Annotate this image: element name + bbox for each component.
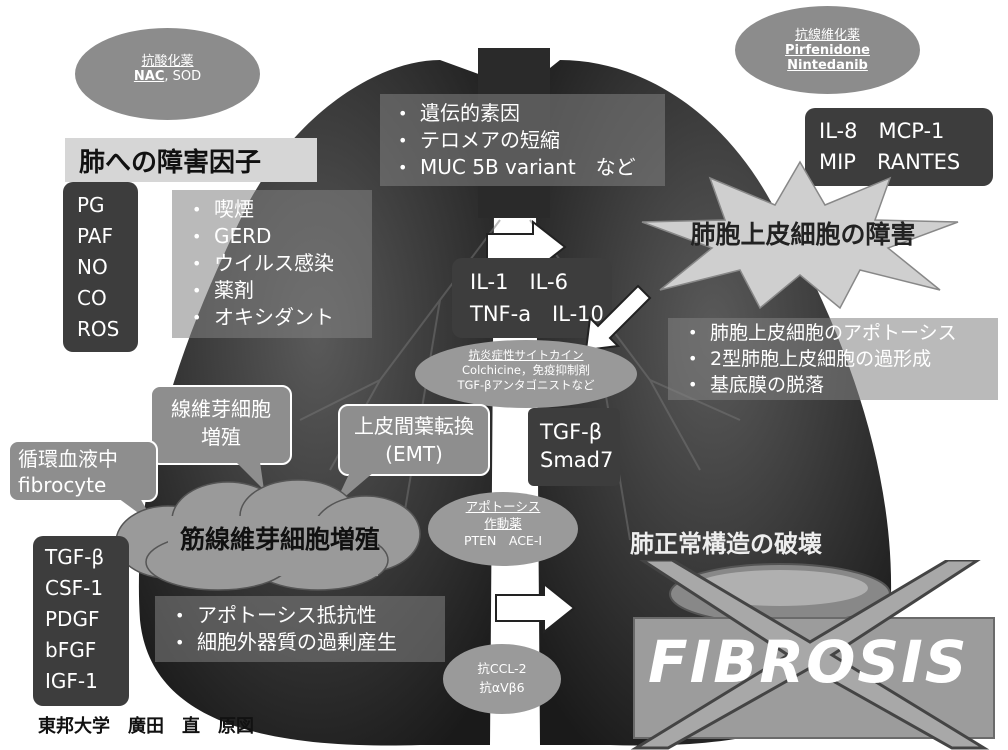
growth-factor-item: PDGF bbox=[45, 607, 100, 631]
myofibroblast-cloud bbox=[115, 479, 421, 591]
fibrosis-label: FIBROSIS bbox=[648, 628, 969, 696]
fibroblast-line: 増殖 bbox=[201, 425, 241, 449]
injury-factor-item: GERD bbox=[192, 223, 372, 250]
growth-factors-box: TGF-β CSF-1 PDGF bFGF IGF-1 bbox=[33, 536, 129, 706]
cytokines-center-box: IL-1 IL-6 TNF-a IL-10 bbox=[452, 258, 612, 338]
anti-ccl-ellipse: 抗CCL-2 抗αVβ6 bbox=[443, 644, 561, 714]
growth-factor-item: CSF-1 bbox=[45, 576, 104, 600]
mediators-box: PG PAF NO CO ROS bbox=[63, 182, 138, 352]
growth-factor-item: TGF-β bbox=[45, 545, 105, 569]
fibrosis-crossed-out bbox=[630, 560, 995, 750]
growth-factor-item: bFGF bbox=[45, 638, 97, 662]
smad-item: Smad7 bbox=[540, 448, 614, 472]
epithelial-injury-starburst bbox=[641, 160, 959, 310]
injury-title: 肺への障害因子 bbox=[79, 148, 262, 178]
arrow-right-icon bbox=[495, 582, 576, 634]
credit-text: 東邦大学 廣田 直 原図 bbox=[38, 716, 254, 737]
resistance-item: アポトーシス抵抗性 bbox=[175, 602, 445, 629]
growth-factor-item: IGF-1 bbox=[45, 669, 98, 693]
cytokines-top-right-box: IL-8 MCP-1 MIP RANTES bbox=[805, 108, 993, 186]
anti-inflammatory-title: 抗炎症性サイトカイン bbox=[468, 348, 584, 362]
apoptosis-title1: アポトーシス bbox=[465, 499, 541, 514]
anti-inflammatory-line3: TGF-βアンタゴニストなど bbox=[457, 378, 595, 392]
epithelial-change-item: 2型肺胞上皮細胞の過形成 bbox=[688, 346, 998, 372]
anti-inflammatory-ellipse: 抗炎症性サイトカイン Colchicine，免疫抑制剤 TGF-βアンタゴニスト… bbox=[415, 340, 637, 408]
tgf-smad-box: TGF-β Smad7 bbox=[528, 408, 620, 486]
antioxidant-title: 抗酸化薬 bbox=[141, 54, 194, 69]
antioxidant-ellipse: 抗酸化薬 NAC, SOD bbox=[75, 28, 260, 120]
fibroblast-line: 線維芽細胞 bbox=[171, 397, 271, 421]
injury-factors-box: 喫煙 GERD ウイルス感染 薬剤 オキシダント bbox=[172, 190, 372, 338]
antifibrotic-ellipse: 抗線維化薬 Pirfenidone Nintedanib bbox=[735, 6, 920, 94]
anti-ccl-line2: 抗αVβ6 bbox=[479, 680, 525, 695]
mediator-item: ROS bbox=[77, 317, 120, 341]
injury-factor-item: 喫煙 bbox=[192, 196, 372, 223]
antifibrotic-drug-pirfenidone: Pirfenidone bbox=[785, 43, 870, 58]
cytokine-row: MIP RANTES bbox=[819, 150, 961, 174]
fibrocyte-line: 循環血液中 bbox=[18, 447, 118, 471]
arrow-down-left-icon bbox=[584, 284, 652, 352]
fibroblast-callout: 線維芽細胞 増殖 bbox=[150, 385, 292, 465]
genetic-factors-box: 遺伝的素因 テロメアの短縮 MUC 5B variant など bbox=[380, 94, 665, 186]
genetic-item: テロメアの短縮 bbox=[398, 127, 665, 154]
apoptosis-title2: 作動薬 bbox=[484, 516, 522, 531]
fibrocyte-line: fibrocyte bbox=[18, 473, 107, 497]
injury-factor-item: 薬剤 bbox=[192, 277, 372, 304]
emt-line: 上皮間葉転換 bbox=[354, 414, 474, 438]
mediator-item: PAF bbox=[77, 224, 113, 248]
cytokine-row: TNF-a IL-10 bbox=[470, 302, 604, 326]
resistance-box: アポトーシス抵抗性 細胞外器質の過剰産生 bbox=[155, 596, 445, 662]
injury-factor-item: オキシダント bbox=[192, 304, 372, 331]
genetic-item: MUC 5B variant など bbox=[398, 154, 665, 181]
apoptosis-line2: PTEN ACE-I bbox=[463, 533, 543, 548]
destruction-label: 肺正常構造の破壊 bbox=[630, 530, 822, 558]
mediator-item: NO bbox=[77, 255, 108, 279]
genetic-item: 遺伝的素因 bbox=[398, 100, 665, 127]
epithelial-change-item: 肺胞上皮細胞のアポトーシス bbox=[688, 320, 998, 346]
emt-line: (EMT) bbox=[385, 442, 443, 466]
mediator-item: PG bbox=[77, 193, 105, 217]
apoptosis-agonist-ellipse: アポトーシス 作動薬 PTEN ACE-I bbox=[428, 492, 578, 566]
cytokine-row: IL-1 IL-6 bbox=[470, 270, 568, 294]
resistance-item: 細胞外器質の過剰産生 bbox=[175, 629, 445, 656]
antifibrotic-drug-nintedanib: Nintedanib bbox=[787, 58, 868, 73]
antioxidant-drug-nac: NAC bbox=[133, 69, 165, 84]
emt-callout: 上皮間葉転換 (EMT) bbox=[338, 404, 490, 476]
myofibroblast-label: 筋線維芽細胞増殖 bbox=[179, 525, 380, 554]
anti-inflammatory-line2: Colchicine，免疫抑制剤 bbox=[462, 363, 590, 377]
injury-title-box: 肺への障害因子 bbox=[65, 138, 317, 182]
anti-ccl-line1: 抗CCL-2 bbox=[477, 661, 527, 676]
antioxidant-drug-sod: , SOD bbox=[164, 69, 202, 84]
injury-factor-item: ウイルス感染 bbox=[192, 250, 372, 277]
epithelial-change-item: 基底膜の脱落 bbox=[688, 372, 998, 398]
antifibrotic-title: 抗線維化薬 bbox=[794, 28, 860, 43]
fibroblast-callout-tail bbox=[236, 462, 264, 490]
fibrocyte-callout: 循環血液中 fibrocyte bbox=[8, 440, 158, 502]
mediator-item: CO bbox=[77, 286, 107, 310]
tgf-item: TGF-β bbox=[540, 420, 603, 444]
epithelial-injury-label: 肺胞上皮細胞の障害 bbox=[690, 220, 916, 249]
cytokine-row: IL-8 MCP-1 bbox=[819, 119, 945, 143]
epithelial-changes-box: 肺胞上皮細胞のアポトーシス 2型肺胞上皮細胞の過形成 基底膜の脱落 bbox=[668, 318, 998, 400]
